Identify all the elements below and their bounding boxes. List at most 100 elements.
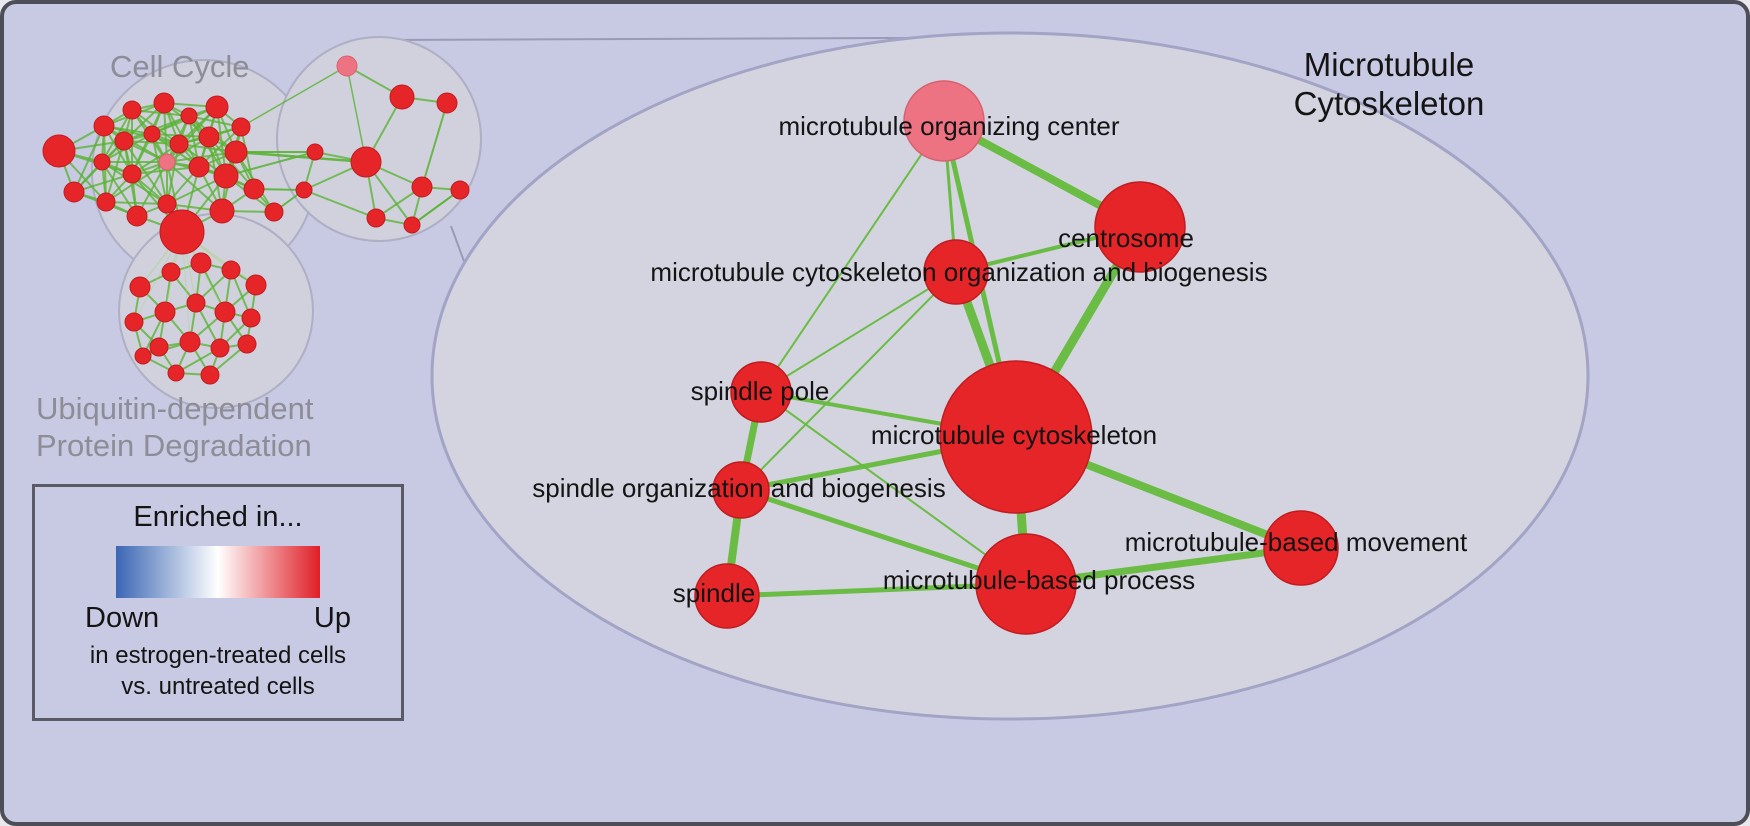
overview-node [295, 181, 313, 199]
overview-node [190, 252, 212, 274]
overview-node [158, 153, 176, 171]
overview-node [93, 115, 115, 137]
overview-node [350, 146, 382, 178]
detail-node-label-mbm: microtubule-based movement [1125, 527, 1468, 557]
microtubule-cytoskeleton-title: Microtubule Cytoskeleton [1234, 46, 1544, 124]
overview-node [157, 194, 177, 214]
overview-node [403, 216, 421, 234]
ubiquitin-cluster-label-line2: Protein Degradation [36, 428, 312, 464]
overview-edge [151, 133, 168, 205]
detail-node-label-centrosome: centrosome [1058, 223, 1194, 253]
overview-node [241, 308, 261, 328]
overview-node [205, 95, 229, 119]
overview-cross-edge [225, 151, 316, 177]
cell-cycle-cluster-label: Cell Cycle [110, 49, 250, 84]
detail-node-spindle_org [712, 461, 770, 519]
overview-edge [131, 166, 200, 175]
overview-node [221, 260, 241, 280]
overview-node [237, 334, 257, 354]
overview-node [214, 301, 236, 323]
detail-node-label-spindle: spindle [673, 578, 755, 608]
overview-node [93, 153, 111, 171]
legend-end-labels: Down Up [85, 602, 351, 635]
overview-node [124, 312, 144, 332]
overview-edge [73, 125, 105, 193]
overview-node [450, 180, 470, 200]
legend-title: Enriched in... [133, 501, 303, 533]
overview-nodes-microtubule-overview [295, 55, 470, 234]
detail-node-moc [903, 80, 985, 162]
detail-node-mbm [1263, 510, 1339, 586]
detail-node-label-spindle_org: spindle organization and biogenesis [532, 473, 945, 503]
overview-node [129, 276, 151, 298]
overview-node [200, 365, 220, 385]
legend-down-label: Down [85, 602, 160, 634]
overview-node [42, 134, 76, 168]
overview-nodes-cell-cycle [42, 92, 284, 255]
detail-node-mcob [923, 239, 989, 305]
overview-node [389, 84, 415, 110]
overview-node [149, 337, 169, 357]
overview-node [154, 301, 176, 323]
overview-node [167, 364, 185, 382]
overview-node [366, 208, 386, 228]
overview-node [134, 347, 152, 365]
detail-edge-moc-spindle_pole [760, 120, 945, 393]
legend: Enriched in... Down Up in estrogen-treat… [32, 484, 404, 721]
zoom-guide-line [386, 37, 907, 41]
network-canvas: microtubule organizing center centrosome m… [42, 31, 1590, 721]
overview-node [180, 107, 198, 125]
overview-nodes-ubiquitin [124, 252, 267, 385]
detail-edge-mcob-spindle_org [740, 271, 957, 491]
detail-node-mc [939, 360, 1093, 514]
legend-caption-line1: in estrogen-treated cells [89, 642, 347, 669]
overview-node [188, 156, 210, 178]
ubiquitin-cluster-label-line1: Ubiquitin-dependent [36, 391, 314, 426]
overview-node [306, 143, 324, 161]
overview-node [213, 163, 239, 189]
gradient-bar [116, 546, 320, 598]
overview-node [143, 125, 161, 143]
overview-node [186, 293, 206, 313]
detail-node-label-spindle_pole: spindle pole [691, 376, 830, 406]
microtubule-title-line2: Cytoskeleton [1293, 84, 1485, 122]
legend-up-label: Up [313, 602, 351, 634]
overview-node [243, 178, 265, 200]
overview-cross-edge [235, 150, 367, 164]
overview-edge [166, 106, 218, 163]
overview-node [114, 131, 134, 151]
legend-caption: in estrogen-treated cells vs. untreated … [35, 641, 401, 702]
detail-node-label-mc: microtubule cytoskeleton [871, 420, 1157, 450]
overview-node [179, 331, 201, 353]
overview-node [153, 92, 175, 114]
overview-edge [105, 201, 168, 205]
overview-edge [101, 161, 138, 217]
detail-edge-mcob-spindle_pole [760, 271, 957, 393]
overview-node [122, 100, 142, 120]
overview-node [161, 262, 181, 282]
overview-edge [303, 189, 377, 219]
detail-node-label-moc: microtubule organizing center [778, 111, 1119, 141]
overview-cross-edge [411, 189, 461, 226]
overview-node [159, 209, 205, 255]
overview-node [411, 176, 433, 198]
overview-node [198, 126, 220, 148]
detail-node-centrosome [1094, 181, 1186, 273]
overview-cross-edge [421, 102, 448, 188]
detail-node-spindle_pole [730, 361, 792, 423]
legend-caption-line2: vs. untreated cells [121, 672, 315, 700]
overview-edge [166, 143, 180, 205]
overview-node [264, 202, 284, 222]
detail-edge-spindle_pole-mbp [760, 391, 1027, 585]
overview-node [96, 192, 116, 212]
detail-node-label-mcob: microtubule cytoskeleton organization an… [650, 257, 1267, 287]
overview-node [126, 205, 148, 227]
overview-node [336, 55, 358, 77]
overview-cross-edge [240, 65, 348, 128]
overview-node [231, 117, 251, 137]
ubiquitin-cluster-label: Ubiquitin-dependent Protein Degradation [36, 390, 314, 464]
overview-node [169, 134, 189, 154]
detail-node-label-mbp: microtubule-based process [883, 565, 1195, 595]
overview-node [209, 198, 235, 224]
